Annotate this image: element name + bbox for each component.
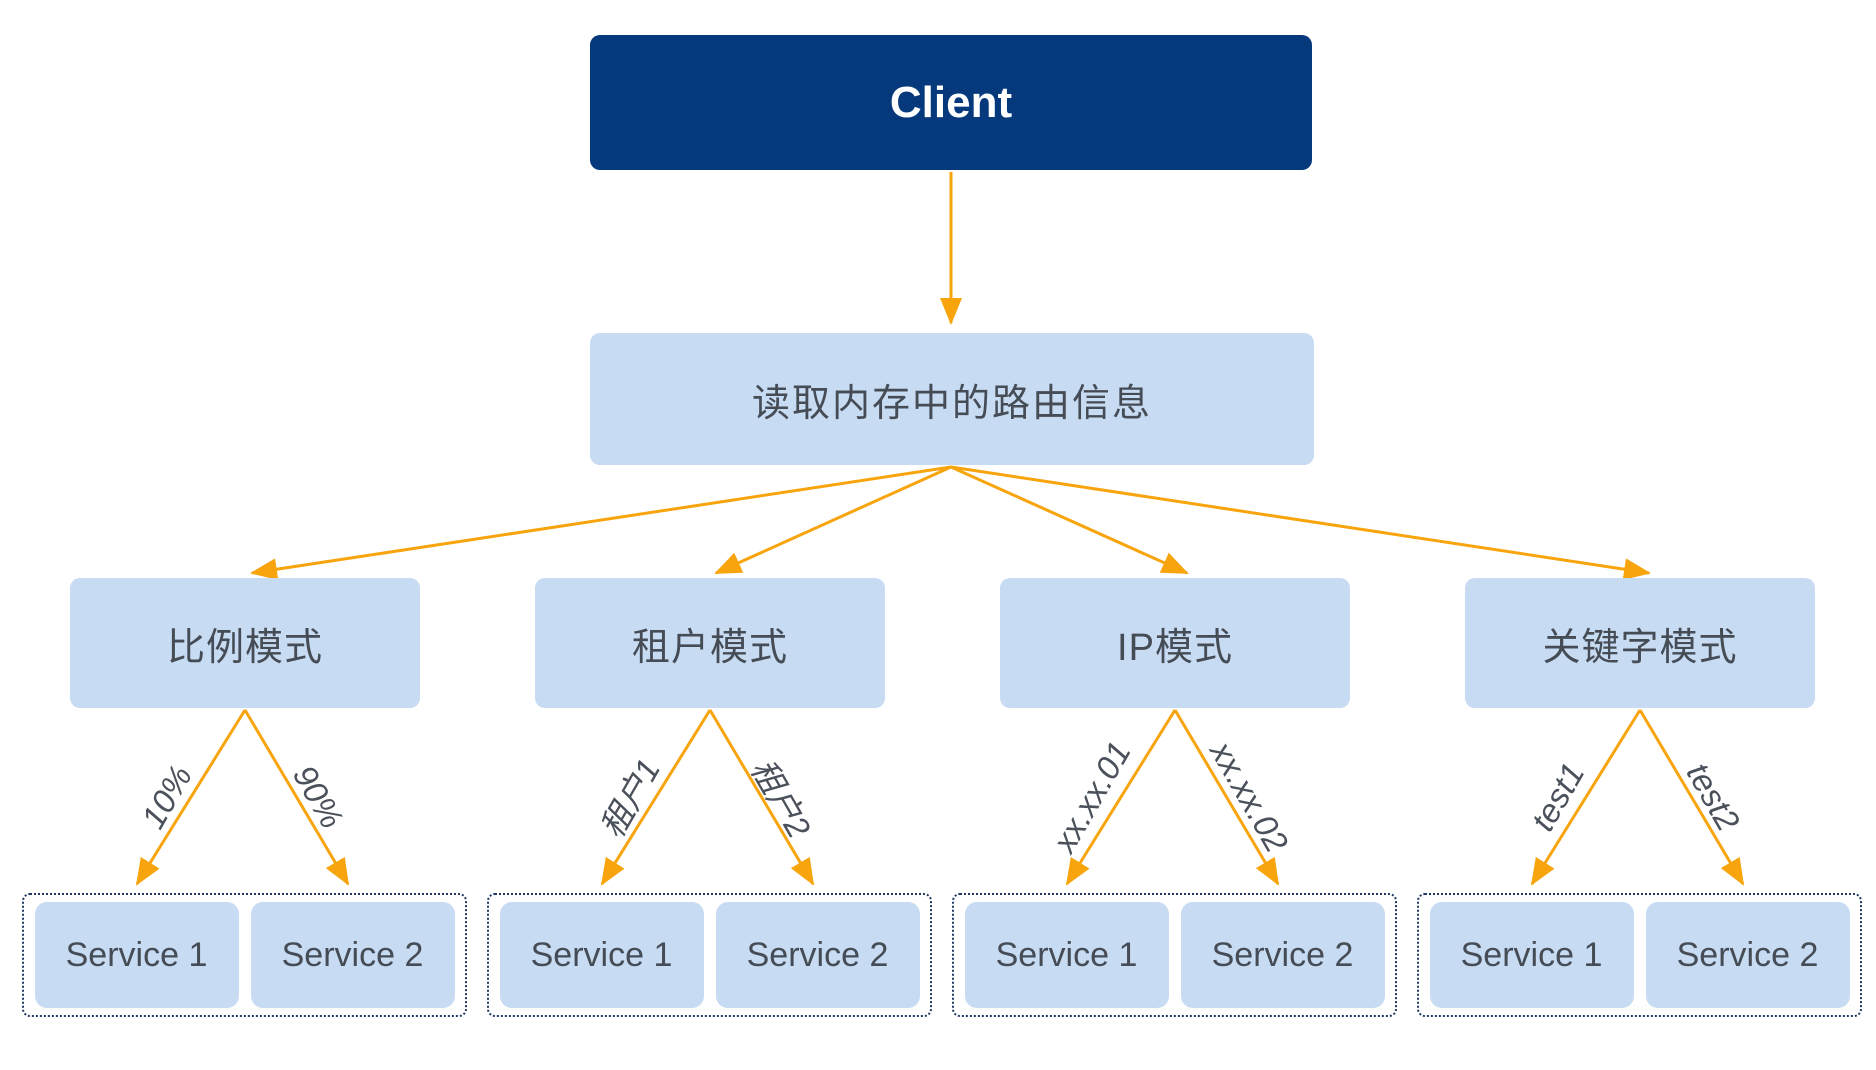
edge-label-ip-left: xx.xx.01 — [1045, 735, 1138, 859]
edge-label-ip-right: xx.xx.02 — [1203, 735, 1296, 859]
mode-node-keyword: 关键字模式 — [1465, 578, 1815, 708]
arrow-router-to-mode-0 — [250, 465, 952, 581]
service-group-ip: Service 1 Service 2 — [952, 893, 1397, 1017]
service-node: Service 1 — [964, 902, 1169, 1008]
service-group-tenant: Service 1 Service 2 — [487, 893, 932, 1017]
service-group-proportion: Service 1 Service 2 — [22, 893, 467, 1017]
service-node: Service 2 — [1645, 902, 1850, 1008]
service-node: Service 1 — [499, 902, 704, 1008]
router-node: 读取内存中的路由信息 — [590, 333, 1314, 465]
service-node: Service 2 — [250, 902, 455, 1008]
mode-node-tenant: 租户模式 — [535, 578, 885, 708]
service-node: Service 2 — [715, 902, 920, 1008]
edge-label-proportion-right: 90% — [285, 758, 351, 835]
service-group-keyword: Service 1 Service 2 — [1417, 893, 1862, 1017]
edge-label-keyword-right: test2 — [1679, 756, 1748, 837]
edge-label-keyword-left: test1 — [1523, 756, 1592, 837]
arrow-router-to-mode-3 — [950, 465, 1651, 581]
mode-node-proportion: 比例模式 — [70, 578, 420, 708]
service-node: Service 2 — [1180, 902, 1385, 1008]
arrow-router-to-mode-2 — [950, 465, 1189, 575]
service-node: Service 1 — [1429, 902, 1634, 1008]
arrow-router-to-mode-1 — [714, 465, 952, 575]
mode-node-ip: IP模式 — [1000, 578, 1350, 708]
edge-label-tenant-left: 租户1 — [593, 752, 668, 845]
service-node: Service 1 — [34, 902, 239, 1008]
edge-label-tenant-right: 租户2 — [743, 752, 818, 845]
edge-label-proportion-left: 10% — [134, 758, 200, 835]
client-node: Client — [590, 35, 1312, 170]
